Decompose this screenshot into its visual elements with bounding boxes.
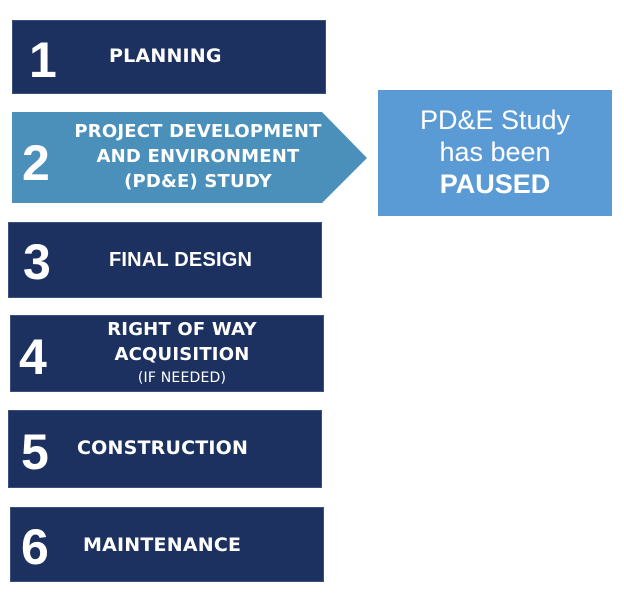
step-label: PROJECT DEVELOPMENT AND ENVIRONMENT (PD&… bbox=[66, 119, 330, 194]
paused-label: PAUSED bbox=[439, 169, 551, 199]
step-sublabel: (IF NEEDED) bbox=[137, 370, 227, 386]
step-5-construction: 5 CONSTRUCTION bbox=[8, 410, 322, 488]
status-line-1: PD&E Study bbox=[419, 105, 571, 135]
step-label-line: (PD&E) STUDY bbox=[124, 171, 272, 192]
step-number: 6 bbox=[21, 519, 49, 575]
step-number: 4 bbox=[19, 329, 47, 385]
status-line-3: PAUSED bbox=[378, 168, 612, 200]
step-number: 3 bbox=[23, 234, 51, 290]
step-label: MAINTENANCE bbox=[83, 534, 242, 556]
paused-status-box: PD&E Study has been PAUSED bbox=[378, 90, 612, 216]
step-number: 1 bbox=[29, 32, 57, 88]
step-label: PLANNING bbox=[109, 45, 222, 67]
step-label-line: PROJECT DEVELOPMENT bbox=[74, 121, 322, 142]
step-number: 2 bbox=[22, 135, 50, 191]
step-label-line: ACQUISITION bbox=[114, 344, 250, 365]
step-2-arrow-shape bbox=[12, 112, 367, 203]
step-number: 5 bbox=[21, 424, 49, 480]
step-label: FINAL DESIGN bbox=[109, 249, 253, 271]
step-4-right-of-way: 4 RIGHT OF WAY ACQUISITION (IF NEEDED) bbox=[10, 315, 324, 392]
step-1-planning: 1 PLANNING bbox=[12, 20, 326, 94]
step-3-final-design: 3 FINAL DESIGN bbox=[8, 222, 322, 298]
step-6-maintenance: 6 MAINTENANCE bbox=[10, 507, 324, 582]
status-line-2: has been bbox=[439, 137, 551, 167]
step-2-pde-study: 2 PROJECT DEVELOPMENT AND ENVIRONMENT (P… bbox=[12, 112, 368, 204]
step-label: CONSTRUCTION bbox=[77, 437, 249, 459]
step-label-line: AND ENVIRONMENT bbox=[96, 146, 300, 167]
step-label-line: RIGHT OF WAY bbox=[107, 319, 257, 340]
step-label: RIGHT OF WAY ACQUISITION (IF NEEDED) bbox=[67, 317, 297, 389]
